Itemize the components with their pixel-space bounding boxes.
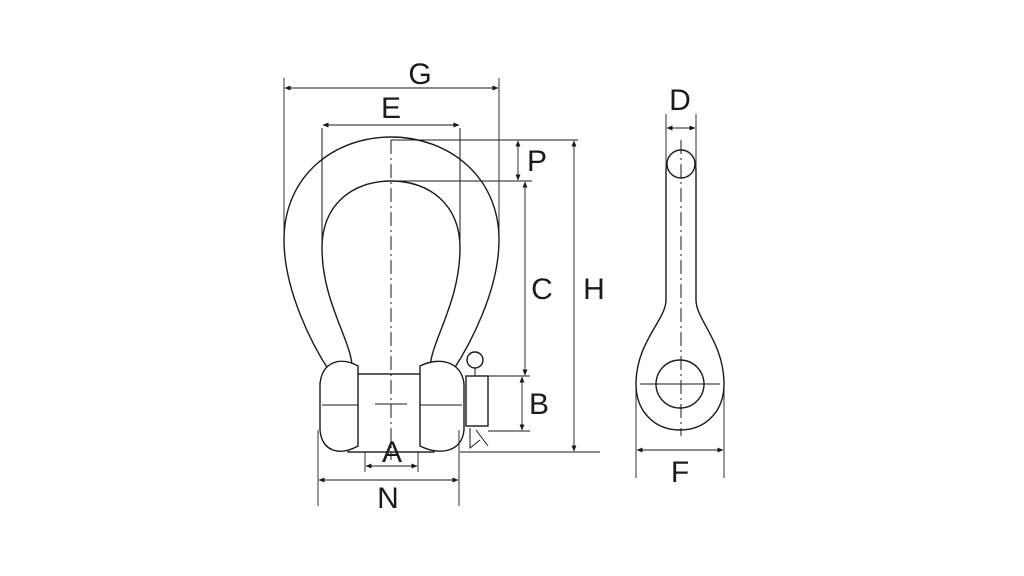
label-h: H (583, 273, 605, 306)
shackle-bow (283, 136, 500, 373)
label-n: N (377, 482, 399, 515)
dimension-labels: G E P C H B A N D F (377, 58, 691, 515)
cotter-pin-ring (466, 351, 484, 369)
pin-head-left (319, 360, 359, 452)
shackle-front-view (283, 128, 500, 460)
label-f: F (671, 456, 689, 489)
label-c: C (531, 273, 553, 306)
label-d: D (669, 84, 691, 117)
pin-head-right (419, 360, 465, 452)
shackle-side-view (635, 140, 725, 436)
shackle-nut (465, 375, 489, 427)
label-e: E (381, 92, 401, 125)
side-profile (635, 153, 725, 431)
label-b: B (529, 388, 549, 421)
cotter-pin-tail (469, 428, 489, 450)
label-a: A (382, 436, 402, 469)
label-g: G (408, 58, 431, 91)
label-p: P (527, 145, 547, 178)
dimension-lines (283, 78, 725, 506)
